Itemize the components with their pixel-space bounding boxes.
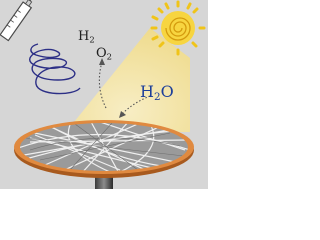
oxygen-label: O2 — [96, 46, 113, 62]
oxygen-release-arrow — [98, 58, 107, 109]
photocatalysis-scene: H2 O2 H2O — [0, 0, 208, 189]
water-input-arrow — [119, 95, 151, 118]
sun-icon — [150, 0, 206, 56]
nanofiber-membrane-icon — [14, 120, 194, 178]
hydrogen-label: H2 — [78, 29, 95, 45]
scene-artwork — [0, 0, 206, 189]
water-label: H2O — [140, 82, 174, 104]
light-beam — [66, 28, 190, 132]
syringe-icon — [0, 0, 38, 42]
electrospinning-coil-icon — [29, 43, 81, 95]
